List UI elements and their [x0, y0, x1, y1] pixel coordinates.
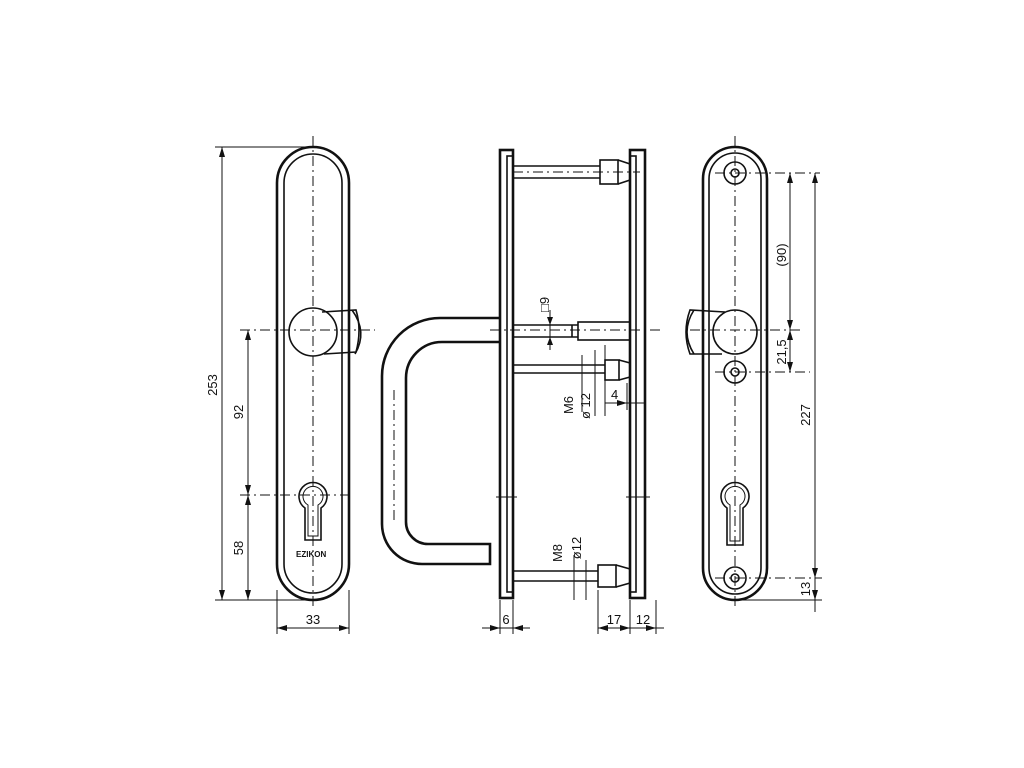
dim-6-arrow-right	[513, 625, 523, 631]
dim-227-arrow-bottom	[812, 568, 818, 578]
diameter-symbol-upper: ø	[578, 411, 593, 419]
dim-92-arrow-top	[245, 330, 251, 340]
dim-90-arrow-top	[787, 173, 793, 183]
dim-33-arrow-right	[339, 625, 349, 631]
mid-screw-nut	[618, 359, 631, 381]
right-keyhole	[720, 481, 750, 546]
dim-215-arrow-top	[787, 330, 793, 340]
dim-d12-upper-label: ø 12	[578, 393, 593, 419]
dim-d12-upper-value: 12	[578, 393, 593, 407]
right-handle-arm	[685, 309, 726, 355]
right-handle-arm-end	[686, 309, 695, 355]
dim-6-arrow-left	[490, 625, 500, 631]
dim-12-arrow-right	[646, 625, 656, 631]
dim-253-arrow-bottom	[219, 590, 225, 600]
front-plate-flange	[506, 155, 514, 593]
side-view: □9 M6 ø 12 4 M8 ø12 6	[380, 148, 664, 634]
dim-9-value: 9	[537, 297, 552, 304]
dim-17-arrow-right	[620, 625, 630, 631]
upper-bolt-sleeve	[599, 159, 619, 185]
lower-bolt-nut	[615, 564, 631, 588]
spindle-collar	[577, 321, 631, 341]
left-keyhole-inner	[302, 485, 324, 537]
right-plate-outer	[701, 145, 769, 602]
dim-6-label: 6	[502, 612, 509, 627]
dim-9-label: □9	[537, 297, 552, 312]
lower-bolt-sleeve	[597, 564, 617, 588]
left-plate-inner	[283, 153, 343, 594]
left-handle-arm	[321, 309, 360, 355]
dim-58-arrow-bottom	[245, 590, 251, 600]
rear-plate	[628, 148, 647, 600]
left-brand-mark: EZIKON	[296, 550, 326, 559]
dim-4-label: 4	[611, 387, 618, 402]
dim-58-arrow-top	[245, 495, 251, 505]
upper-bolt-nut	[617, 159, 631, 185]
diameter-symbol-lower: ø	[569, 551, 584, 559]
lever-handle-outer	[380, 316, 500, 566]
dim-92-arrow-bottom	[245, 485, 251, 495]
dim-17-arrow-left	[598, 625, 608, 631]
left-handle-arm-end	[351, 309, 362, 355]
dim-227-arrow-top	[812, 173, 818, 183]
right-plate-inner	[708, 152, 762, 595]
dim-4-arrow	[617, 400, 627, 406]
dim-253-label: 253	[205, 374, 220, 396]
dim-9-arrow-top	[547, 317, 553, 325]
left-plate-outer	[275, 145, 351, 602]
left-keyhole	[298, 481, 328, 541]
dim-13-arrow-bottom	[812, 590, 818, 600]
dim-33-label: 33	[306, 612, 320, 627]
dim-9-arrow-bottom	[547, 337, 553, 345]
dim-227-label: 227	[798, 404, 813, 426]
left-handle-rose	[288, 307, 338, 357]
dim-90-label: (90)	[774, 243, 789, 266]
dim-m8-label: M8	[550, 544, 565, 562]
left-front-view: EZIKON 253 92 58 33	[205, 136, 375, 634]
right-keyhole-inner	[724, 485, 746, 542]
dim-58-label: 58	[231, 541, 246, 555]
dim-d12-lower-label: ø12	[569, 537, 584, 559]
dim-253-arrow-top	[219, 147, 225, 157]
dim-215-label: 21,5	[774, 339, 789, 364]
dim-12-label: 12	[636, 612, 650, 627]
dim-13-label: 13	[798, 582, 813, 596]
right-rear-view: (90) 21,5 227 13	[685, 136, 822, 612]
dim-d12-lower-value: 12	[569, 537, 584, 551]
dim-92-label: 92	[231, 405, 246, 419]
mid-screw-sleeve	[604, 359, 620, 381]
dim-215-arrow-bottom	[787, 362, 793, 372]
right-handle-rose	[712, 309, 758, 355]
dim-33-arrow-left	[277, 625, 287, 631]
dim-m6-label: M6	[561, 396, 576, 414]
square-symbol: □	[537, 304, 552, 312]
dim-90-arrow-bottom	[787, 320, 793, 330]
dim-17-label: 17	[607, 612, 621, 627]
